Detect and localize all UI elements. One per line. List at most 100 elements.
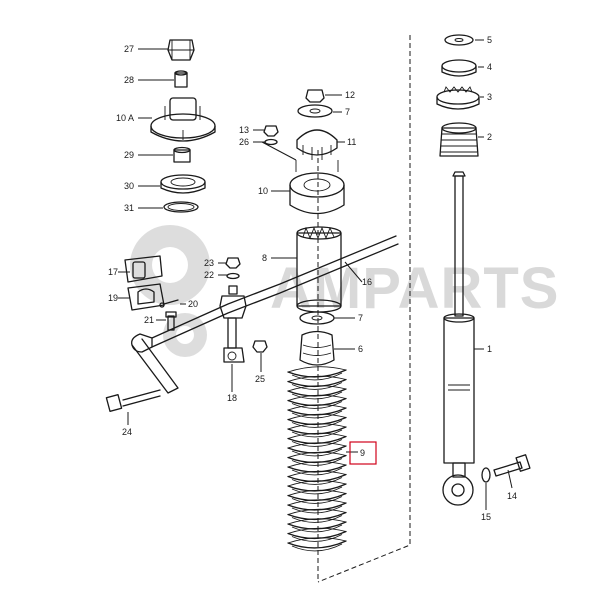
callout-21: 21 — [144, 315, 154, 325]
spring-coil-front — [287, 492, 347, 502]
spring-coil-inner — [291, 372, 343, 381]
callout-7-lower: 7 — [358, 313, 363, 323]
callout-9: 9 — [360, 448, 365, 458]
spring-coil-back — [287, 366, 347, 373]
callout-16: 16 — [362, 277, 372, 287]
callout-12: 12 — [345, 90, 355, 100]
spring-coil-inner — [291, 477, 343, 485]
part-12-nut — [305, 89, 325, 103]
spring-coil-back — [287, 394, 347, 401]
spring-coil-front — [287, 521, 347, 530]
part-16-stabilizer-bar — [131, 235, 399, 394]
callout-labels: 27 28 10 A 29 30 31 12 7 11 13 26 10 8 1… — [108, 35, 517, 522]
callout-27: 27 — [124, 44, 134, 54]
part-25-nut — [252, 340, 268, 353]
spring-coil-front — [287, 464, 347, 473]
part-11-support-bearing — [296, 129, 338, 160]
part-23-nut — [225, 257, 241, 269]
spring-coil-inner — [291, 534, 343, 542]
part-21-bolt — [165, 311, 177, 331]
part-26-washer — [264, 138, 278, 146]
spring-coil-inner — [291, 515, 343, 523]
spring-coil-back — [287, 527, 347, 534]
spring-coil-back — [287, 461, 347, 468]
part-14-bolt — [493, 454, 531, 477]
spring-coil-inner — [291, 467, 343, 476]
callout-20: 20 — [188, 299, 198, 309]
callout-2: 2 — [487, 132, 492, 142]
callout-10a: 10 A — [116, 113, 134, 123]
spring-coil-back — [287, 489, 347, 496]
callout-30: 30 — [124, 181, 134, 191]
spring-coil-inner — [291, 410, 343, 419]
part-28-bolt — [174, 70, 188, 88]
spring-coil-front — [287, 416, 347, 426]
callout-23: 23 — [204, 258, 214, 268]
callout-13: 13 — [239, 125, 249, 135]
spring-coil-back — [287, 480, 347, 487]
spring-coil-back — [287, 518, 347, 525]
spring-coil-front — [287, 473, 347, 483]
part-22-washer — [226, 272, 240, 280]
spring-coil-back — [287, 508, 347, 515]
spring-coil-front — [287, 540, 347, 549]
part-18-drop-link — [219, 285, 247, 363]
callout-17: 17 — [108, 267, 118, 277]
part-30-seal — [160, 174, 206, 194]
watermark: AMPARTS — [130, 225, 558, 357]
part-7-washer-upper — [297, 104, 333, 118]
callout-5: 5 — [487, 35, 492, 45]
spring-coil-inner — [291, 401, 343, 409]
spring-coil-back — [287, 375, 347, 382]
spring-coil-front — [287, 445, 347, 454]
callout-24: 24 — [122, 427, 132, 437]
callout-4: 4 — [487, 62, 492, 72]
spring-coil-back — [287, 442, 347, 449]
watermark-gear-icon — [130, 225, 210, 357]
spring-coil-inner — [291, 448, 343, 457]
spring-coil-front — [287, 435, 347, 445]
spring-coil-back — [287, 423, 347, 430]
callout-28: 28 — [124, 75, 134, 85]
spring-coil-inner — [291, 524, 343, 533]
spring-coil-inner — [291, 382, 343, 390]
spring-coil-back — [287, 413, 347, 420]
callout-22: 22 — [204, 270, 214, 280]
spring-coil-inner — [291, 505, 343, 514]
callout-11: 11 — [347, 137, 356, 147]
spring-coil-back — [287, 385, 347, 392]
leader-lines — [118, 39, 513, 510]
part-1-shock-absorber — [442, 171, 475, 506]
spring-coil-back — [287, 404, 347, 411]
spring-coil-back — [287, 451, 347, 458]
part-9-coil-spring — [287, 366, 347, 552]
part-3-spring-seat — [436, 86, 480, 110]
spring-coil-inner — [291, 439, 343, 447]
spring-coil-front — [287, 397, 347, 407]
spring-coil-back — [287, 537, 347, 544]
callout-18: 18 — [227, 393, 237, 403]
part-5-cap — [444, 34, 474, 46]
spring-coil-inner — [291, 496, 343, 504]
spring-coil-front — [287, 407, 347, 416]
spring-coil-inner — [291, 391, 343, 400]
callout-19: 19 — [108, 293, 118, 303]
part-20-pin — [159, 299, 179, 308]
spring-coil-front — [287, 483, 347, 492]
part-29-bushing — [173, 146, 191, 163]
part-10-strut-mount — [289, 160, 345, 215]
spring-coil-back — [287, 499, 347, 506]
callout-15: 15 — [481, 512, 491, 522]
callout-8: 8 — [262, 253, 267, 263]
callout-6: 6 — [358, 344, 363, 354]
spring-coil-front — [287, 530, 347, 540]
spring-coil-inner — [291, 543, 343, 552]
part-4-plate — [441, 59, 477, 77]
highlight-box-part-9 — [349, 441, 377, 465]
part-15-washer — [481, 467, 491, 483]
callout-29: 29 — [124, 150, 134, 160]
spring-coil-inner — [291, 429, 343, 438]
spring-coil-front — [287, 454, 347, 464]
